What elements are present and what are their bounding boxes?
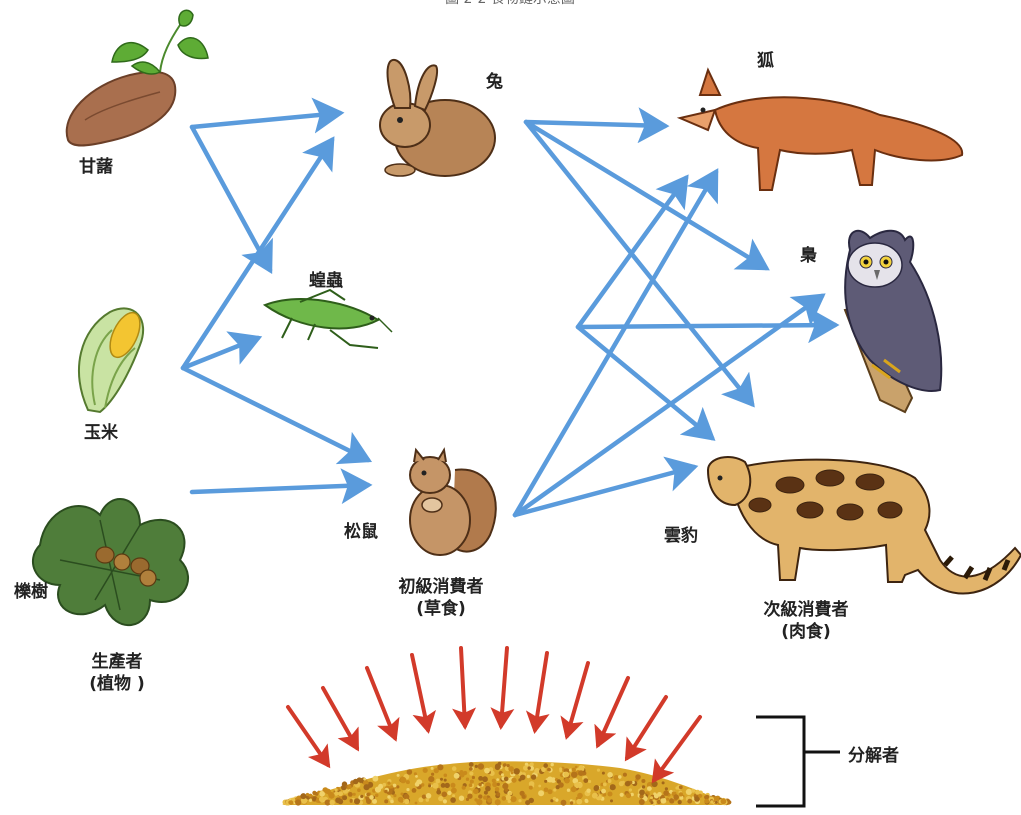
label-decomposers: 分解者 bbox=[848, 741, 899, 766]
sweet-potato-icon bbox=[67, 10, 208, 145]
label-rabbit: 兔 bbox=[486, 67, 503, 92]
label-sweet-potato: 甘藷 bbox=[79, 152, 113, 177]
label-secondary-consumers: 次級消費者 (肉食) bbox=[764, 599, 849, 643]
clouded-leopard-icon bbox=[708, 457, 1021, 594]
squirrel-icon bbox=[410, 450, 496, 555]
oak-leaves-icon bbox=[33, 499, 188, 625]
producers-line2: (植物 ) bbox=[89, 673, 144, 695]
primary-line2: (草食) bbox=[399, 598, 484, 620]
label-owl: 梟 bbox=[800, 241, 817, 266]
label-oak: 櫟樹 bbox=[14, 577, 48, 602]
fox-icon bbox=[680, 70, 962, 190]
decomposer-bracket bbox=[756, 717, 840, 806]
secondary-line1: 次級消費者 bbox=[764, 599, 849, 621]
label-squirrel: 松鼠 bbox=[344, 517, 378, 542]
decomposition-arrows bbox=[288, 648, 700, 780]
label-primary-consumers: 初級消費者 (草食) bbox=[399, 576, 484, 620]
producers-line1: 生產者 bbox=[89, 651, 144, 673]
rabbit-icon bbox=[380, 60, 495, 176]
label-fox: 狐 bbox=[757, 46, 774, 71]
label-leopard: 雲豹 bbox=[664, 521, 698, 546]
secondary-line2: (肉食) bbox=[764, 621, 849, 643]
owl-icon bbox=[845, 231, 941, 412]
grasshopper-icon bbox=[265, 290, 392, 348]
primary-line1: 初級消費者 bbox=[399, 576, 484, 598]
label-producers: 生產者 (植物 ) bbox=[89, 651, 144, 695]
label-corn: 玉米 bbox=[84, 418, 118, 443]
corn-icon bbox=[79, 308, 146, 412]
label-grasshopper: 蝗蟲 bbox=[309, 266, 343, 291]
